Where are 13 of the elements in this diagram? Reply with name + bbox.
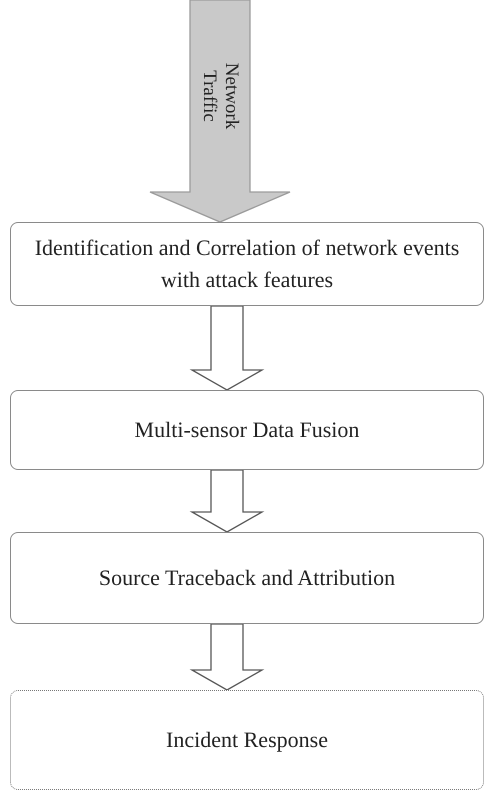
process-box <box>10 222 484 306</box>
arrow-label: Network Traffic <box>198 62 242 130</box>
process-box <box>10 390 484 470</box>
hollow-arrow <box>190 305 264 391</box>
block-arrow <box>149 0 291 223</box>
hollow-arrow <box>190 623 264 691</box>
process-text: Multi-sensor Data Fusion <box>134 416 360 444</box>
process-text: Source Traceback and Attribution <box>98 564 396 592</box>
hollow-arrow <box>190 469 264 533</box>
process-text: Incident Response <box>166 726 328 754</box>
process-box <box>10 532 484 624</box>
process-box <box>10 690 484 790</box>
process-text: Identification and Correlation of network events with attack features <box>34 234 460 294</box>
